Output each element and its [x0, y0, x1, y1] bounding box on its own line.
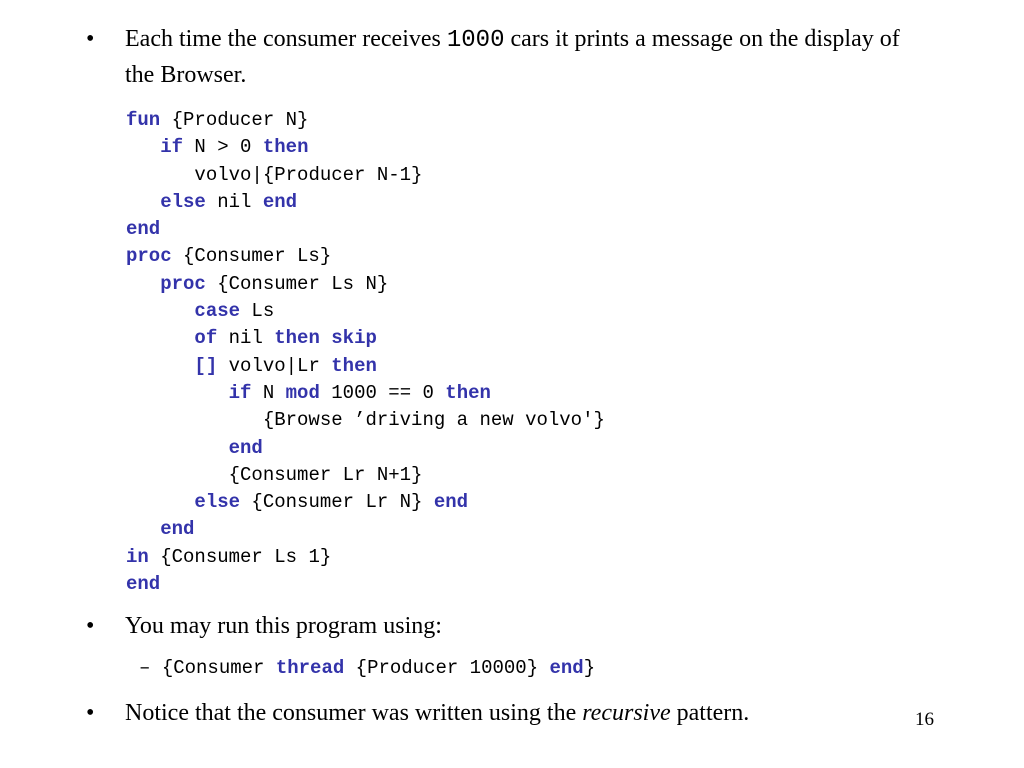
keyword: then	[445, 381, 491, 404]
keyword: then	[262, 136, 309, 159]
keyword: fun	[126, 109, 161, 131]
sub-item-command: – {Consumer thread {Producer 10000} end}	[139, 655, 595, 682]
keyword: case	[194, 300, 241, 323]
keyword: mod	[285, 381, 320, 404]
code-block: fun {Producer N} if N > 0 then volvo|{Pr…	[126, 107, 605, 598]
code-line: end	[126, 571, 605, 598]
sub-item-dash: –	[139, 657, 151, 679]
inline-code-1000: 1000	[446, 27, 505, 54]
code-line: end	[126, 216, 605, 243]
keyword: proc	[160, 272, 206, 295]
bullet-3-text: Notice that the consumer was written usi…	[125, 700, 750, 726]
bullet-2-text: You may run this program using:	[125, 613, 442, 639]
code-line: volvo|{Producer N-1}	[126, 162, 605, 189]
code-line: proc {Consumer Ls N}	[126, 271, 605, 298]
code-line: of nil then skip	[126, 325, 605, 352]
bullet-marker: •	[86, 26, 95, 52]
keyword: if	[228, 381, 252, 404]
bullet-1-text: Each time the consumer receives 1000 car…	[125, 26, 900, 88]
keyword: end	[433, 491, 469, 514]
code-text: {Consumer Ls}	[171, 245, 332, 268]
code-text: {Consumer Ls 1}	[148, 545, 332, 568]
keyword: thread	[275, 657, 345, 679]
code-text	[320, 327, 331, 349]
code-text: Ls	[240, 300, 275, 323]
keyword: else	[194, 491, 241, 514]
keyword: if	[160, 136, 184, 159]
code-text: nil	[205, 190, 263, 213]
keyword: else	[160, 190, 206, 213]
keyword: proc	[126, 245, 172, 268]
keyword: end	[228, 436, 263, 459]
code-text: {Consumer	[161, 657, 276, 679]
keyword: end	[126, 218, 161, 241]
code-line: else {Consumer Lr N} end	[126, 489, 605, 516]
sub-item-code: {Consumer thread {Producer 10000} end}	[162, 657, 595, 679]
code-line: end	[126, 516, 605, 543]
keyword: then	[331, 354, 377, 377]
code-line: fun {Producer N}	[126, 107, 605, 134]
bullet-marker: •	[86, 700, 95, 726]
code-text: {Producer 10000}	[344, 657, 550, 679]
keyword: skip	[331, 327, 377, 350]
code-text: nil	[217, 327, 275, 350]
code-text: {Consumer Lr N+1}	[228, 463, 423, 486]
code-line: if N mod 1000 == 0 then	[126, 380, 605, 407]
code-text: {Browse ’driving a new volvo'}	[262, 409, 605, 432]
keyword: of	[194, 327, 218, 350]
code-text: {Consumer Lr N}	[240, 491, 434, 514]
code-line: {Browse ’driving a new volvo'}	[126, 407, 605, 434]
bullet-marker: •	[86, 613, 95, 639]
code-line: {Consumer Lr N+1}	[126, 462, 605, 489]
code-line: [] volvo|Lr then	[126, 353, 605, 380]
code-text: }	[583, 657, 596, 679]
code-text: 1000 == 0	[319, 381, 446, 404]
code-text: volvo|Lr	[217, 354, 332, 377]
code-line: end	[126, 435, 605, 462]
code-line: in {Consumer Ls 1}	[126, 544, 605, 571]
code-text: {Consumer Ls N}	[205, 272, 389, 295]
page-number: 16	[915, 709, 934, 730]
code-line: case Ls	[126, 298, 605, 325]
keyword: then	[274, 327, 320, 350]
code-text: {Producer N}	[160, 109, 309, 131]
code-text: volvo|{Producer N-1}	[194, 163, 423, 186]
code-line: if N > 0 then	[126, 134, 605, 161]
keyword: in	[126, 545, 149, 568]
keyword: []	[194, 354, 218, 377]
code-line: else nil end	[126, 189, 605, 216]
keyword: end	[549, 657, 584, 679]
keyword: end	[126, 573, 161, 596]
code-text: N	[251, 381, 286, 404]
code-text: N > 0	[183, 136, 263, 159]
emphasis-recursive: recursive	[582, 700, 671, 726]
keyword: end	[262, 190, 298, 213]
code-line: proc {Consumer Ls}	[126, 243, 605, 270]
keyword: end	[160, 518, 195, 541]
